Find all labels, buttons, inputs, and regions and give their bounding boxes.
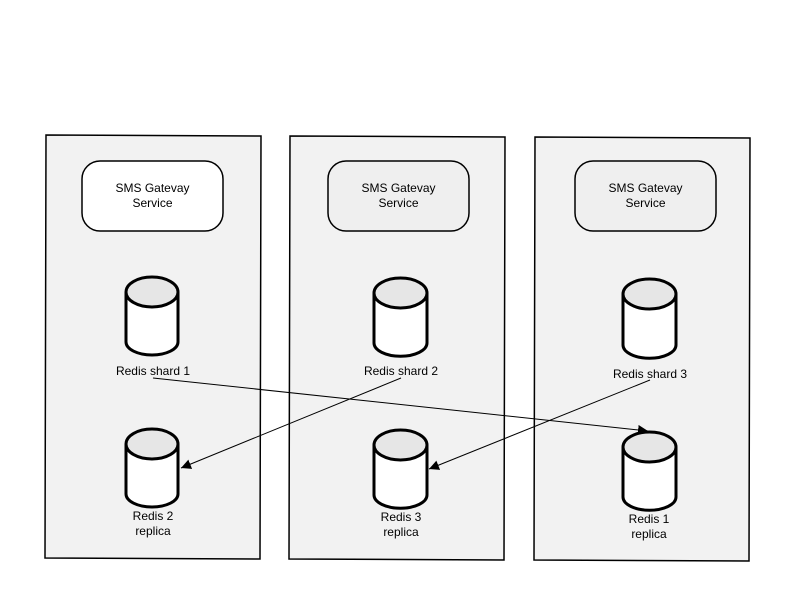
sms-gateway-service-1: SMS Gatevay Service: [81, 160, 224, 232]
edge-shard3-to-replica3: [428, 379, 651, 470]
service-1-subtitle: Service: [132, 196, 172, 210]
edge-shard1-to-replica1: [152, 377, 649, 435]
service-3-subtitle: Service: [625, 196, 665, 210]
redis-2-replica-cylinder-icon: [124, 427, 180, 509]
service-2-subtitle: Service: [378, 196, 418, 210]
redis-2-replica-label-line1: Redis 2: [133, 509, 174, 523]
redis-shard-1-label: Redis shard 1: [116, 364, 190, 378]
redis-shard-2-cylinder-icon: [372, 276, 429, 358]
redis-1-replica-cylinder-icon: [621, 430, 678, 512]
redis-1-replica-label-line1: Redis 1: [629, 512, 670, 526]
service-3-title: SMS Gatevay: [608, 181, 682, 195]
redis-3-replica-label-line2: replica: [383, 525, 419, 539]
edge-shard2-to-replica2: [180, 377, 402, 469]
service-2-title: SMS Gatevay: [361, 181, 435, 195]
redis-shard-2-label: Redis shard 2: [364, 364, 438, 378]
redis-1-replica-label-line2: replica: [631, 527, 667, 541]
sms-gateway-service-3: SMS Gatevay Service: [574, 160, 717, 232]
redis-3-replica-label-line1: Redis 3: [381, 510, 422, 524]
redis-shard-3-label: Redis shard 3: [613, 367, 687, 381]
redis-3-replica-cylinder-icon: [372, 428, 429, 510]
redis-shard-3-cylinder-icon: [621, 277, 678, 360]
service-1-title: SMS Gatevay: [115, 181, 189, 195]
sms-gateway-service-2: SMS Gatevay Service: [327, 160, 470, 232]
redis-2-replica-label-line2: replica: [135, 524, 171, 538]
redis-shard-1-cylinder-icon: [124, 275, 180, 357]
